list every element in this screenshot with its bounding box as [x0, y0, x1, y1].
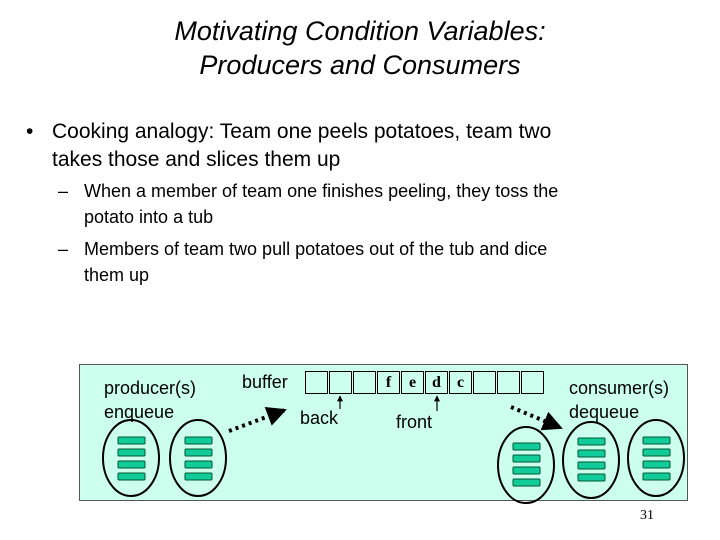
worker-bar: [512, 466, 541, 475]
bullet-list: • Cooking analogy: Team one peels potato…: [26, 118, 706, 294]
buffer-cell: [329, 371, 352, 394]
worker-bar: [577, 437, 606, 446]
worker-bar: [642, 448, 671, 457]
worker-outline: [497, 426, 555, 504]
worker-bar: [577, 449, 606, 458]
sub-bullet-text-line-1: When a member of team one finishes peeli…: [84, 181, 559, 201]
worker-bar: [184, 472, 213, 481]
consumer-flow-arrow: [510, 405, 563, 431]
worker-outline: [102, 419, 160, 497]
bullet-text-line-2: takes those and slices them up: [52, 148, 341, 171]
buffer-cell: [473, 371, 496, 394]
worker-bar: [117, 472, 146, 481]
worker-bar: [577, 461, 606, 470]
worker-outline: [627, 419, 685, 497]
bullet-text-line-1: Cooking analogy: Team one peels potatoes…: [52, 120, 552, 143]
producer-worker: [102, 419, 160, 497]
front-label: front: [396, 412, 433, 432]
sub-bullet-item: – When a member of team one finishes pee…: [26, 178, 706, 230]
buffer-cell: e: [401, 371, 424, 394]
consumer-label: consumer(s): [569, 378, 670, 398]
buffer-cell: f: [377, 371, 400, 394]
consumer-worker: [497, 426, 555, 504]
worker-outline: [562, 421, 620, 499]
dequeue-label: dequeue: [569, 402, 640, 422]
dash-marker: –: [58, 181, 69, 201]
buffer-cell: c: [449, 371, 472, 394]
buffer-cell: [305, 371, 328, 394]
sub-bullet-text-line-2: potato into a tub: [84, 207, 214, 227]
dash-marker: –: [58, 239, 69, 259]
consumer-worker: [627, 419, 685, 497]
worker-bar: [642, 436, 671, 445]
buffer-cell: [521, 371, 544, 394]
worker-bar: [577, 473, 606, 482]
slide-title: Motivating Condition Variables: Producer…: [0, 14, 720, 82]
page-number: 31: [640, 508, 654, 523]
worker-bar: [642, 472, 671, 481]
sub-bullet-text-line-1: Members of team two pull potatoes out of…: [84, 239, 548, 259]
worker-bar: [642, 460, 671, 469]
worker-bar: [512, 478, 541, 487]
worker-bar: [184, 460, 213, 469]
sub-bullet-text-line-2: them up: [84, 265, 150, 285]
worker-bar: [512, 442, 541, 451]
producer-label: producer(s): [104, 378, 197, 398]
bullet-item: • Cooking analogy: Team one peels potato…: [26, 118, 706, 174]
bullet-marker: •: [26, 120, 34, 143]
worker-bar: [117, 460, 146, 469]
sub-bullet-item: – Members of team two pull potatoes out …: [26, 236, 706, 288]
worker-bar: [117, 436, 146, 445]
back-label: back: [300, 408, 339, 428]
enqueue-label: enqueue: [104, 402, 175, 422]
buffer-cell: d: [425, 371, 448, 394]
producer-worker: [169, 419, 227, 497]
buffer-cell: [353, 371, 376, 394]
title-line-1: Motivating Condition Variables:: [174, 16, 546, 46]
worker-bar: [184, 448, 213, 457]
buffer-label: buffer: [242, 372, 288, 392]
worker-bar: [117, 448, 146, 457]
buffer-cell: [497, 371, 520, 394]
worker-bar: [512, 454, 541, 463]
worker-bar: [184, 436, 213, 445]
title-line-2: Producers and Consumers: [199, 50, 521, 80]
consumer-worker: [562, 421, 620, 499]
producer-flow-arrow: [228, 406, 287, 433]
worker-outline: [169, 419, 227, 497]
